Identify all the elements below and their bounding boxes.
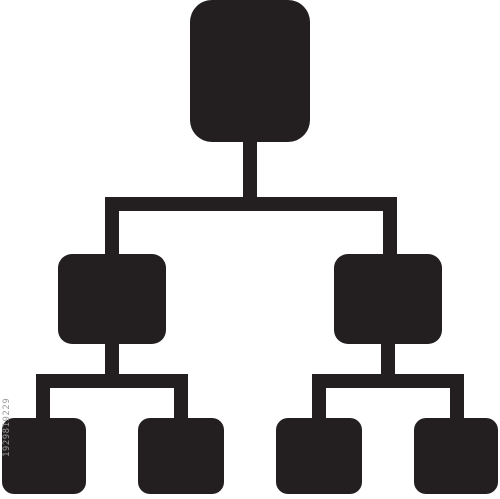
- mid-right-stem: [381, 342, 395, 380]
- mid-left-node: [58, 254, 166, 344]
- level1-right-drop: [383, 197, 397, 259]
- leaf-node-1: [2, 418, 86, 494]
- root-node: [190, 0, 310, 142]
- mid-left-stem: [105, 342, 119, 380]
- stock-id-watermark: 1929819229: [2, 397, 12, 457]
- level2-left-bar: [36, 374, 188, 388]
- level1-bar-connector: [105, 197, 397, 211]
- leaf-node-4: [414, 418, 498, 494]
- level2-drop-1: [36, 374, 50, 426]
- level1-left-drop: [105, 197, 119, 259]
- leaf-node-2: [138, 418, 224, 494]
- level2-right-bar: [312, 374, 464, 388]
- leaf-node-3: [276, 418, 362, 494]
- level2-drop-4: [450, 374, 464, 426]
- mid-right-node: [334, 254, 442, 344]
- level2-drop-2: [174, 374, 188, 426]
- root-stem-connector: [243, 140, 257, 200]
- level2-drop-3: [312, 374, 326, 426]
